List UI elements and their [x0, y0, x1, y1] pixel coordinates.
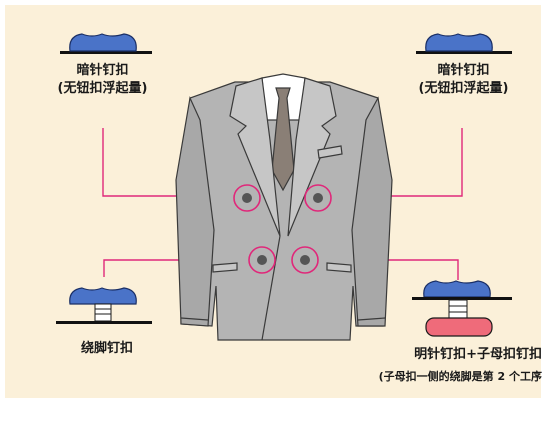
- front-edge: [261, 235, 281, 341]
- right-pocket-flap: [326, 262, 352, 273]
- label-top-left-title: 暗针钉扣: [76, 63, 129, 78]
- button-ring-upper-right: [304, 184, 332, 212]
- button-ring-lower-left: [248, 246, 276, 274]
- label-bottom-right-note-box: (子母扣一侧的绕脚是第 2 个工序: [344, 368, 542, 386]
- button-lower-right: [300, 255, 310, 265]
- left-sleeve: [175, 95, 215, 327]
- label-bottom-right: 明针钉扣+子母扣钉扣: [352, 346, 542, 364]
- label-bottom-left-title: 绕脚钉扣: [80, 341, 133, 356]
- label-bottom-left: 绕脚钉扣: [52, 340, 162, 358]
- jacket-buttons: [233, 184, 332, 274]
- label-top-right-title: 暗针钉扣: [437, 63, 490, 78]
- button-upper-left: [242, 193, 252, 203]
- label-bottom-right-title: 明针钉扣+子母扣钉扣: [414, 347, 542, 362]
- right-lapel: [287, 77, 337, 237]
- shank-button-icon: [56, 287, 152, 324]
- right-cuff: [357, 317, 386, 321]
- button-ring-lower-right: [291, 246, 319, 274]
- label-top-right-note: (无钮扣浮起量): [418, 81, 509, 96]
- hidden-stitch-button-icon: [416, 33, 512, 54]
- left-lapel: [229, 77, 281, 237]
- button-lower-left: [257, 255, 267, 265]
- snap-button-icon: [412, 280, 512, 337]
- label-top-left-note: (无钮扣浮起量): [57, 81, 148, 96]
- breast-pocket: [317, 145, 343, 159]
- suit-jacket: [175, 73, 393, 341]
- label-top-right: 暗针钉扣 (无钮扣浮起量): [396, 62, 531, 98]
- left-cuff: [180, 317, 209, 321]
- left-pocket-flap: [212, 262, 238, 273]
- right-sleeve: [351, 96, 393, 327]
- button-upper-right: [313, 193, 323, 203]
- hidden-stitch-button-icon: [60, 33, 152, 54]
- label-top-left: 暗针钉扣 (无钮扣浮起量): [40, 62, 165, 98]
- button-ring-upper-left: [233, 184, 261, 212]
- tie: [271, 87, 295, 192]
- label-bottom-right-note: (子母扣一侧的绕脚是第 2 个工序: [378, 370, 542, 383]
